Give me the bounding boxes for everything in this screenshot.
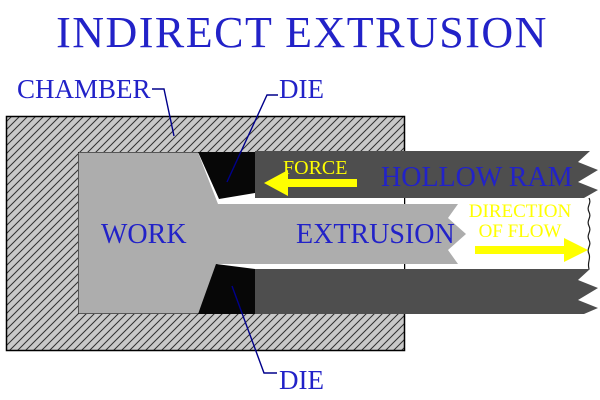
direction-of-flow-label-line2: OF FLOW <box>479 221 562 242</box>
force-arrow <box>264 170 357 196</box>
direction-of-flow-label-line1: DIRECTION <box>469 201 572 222</box>
die-upper-shape <box>198 152 255 199</box>
die-lower-shape <box>198 264 255 314</box>
flow-arrow <box>475 238 588 262</box>
work-and-extrusion-shape <box>78 152 466 314</box>
hollow-ram-lower-band <box>255 269 598 314</box>
die-bottom-label: DIE <box>279 365 324 395</box>
die-top-leader-line <box>226 94 278 183</box>
break-line <box>587 197 591 270</box>
work-label: WORK <box>101 219 187 250</box>
die-top-label: DIE <box>279 74 324 104</box>
chamber-label: CHAMBER <box>17 74 151 104</box>
die-bottom-leader-line <box>231 285 277 374</box>
extrusion-label: EXTRUSION <box>296 219 455 250</box>
chamber-leader-line <box>152 88 175 137</box>
force-label: FORCE <box>283 157 347 179</box>
hollow-ram-label: HOLLOW RAM <box>381 162 573 193</box>
diagram-title: INDIRECT EXTRUSION <box>56 8 548 57</box>
